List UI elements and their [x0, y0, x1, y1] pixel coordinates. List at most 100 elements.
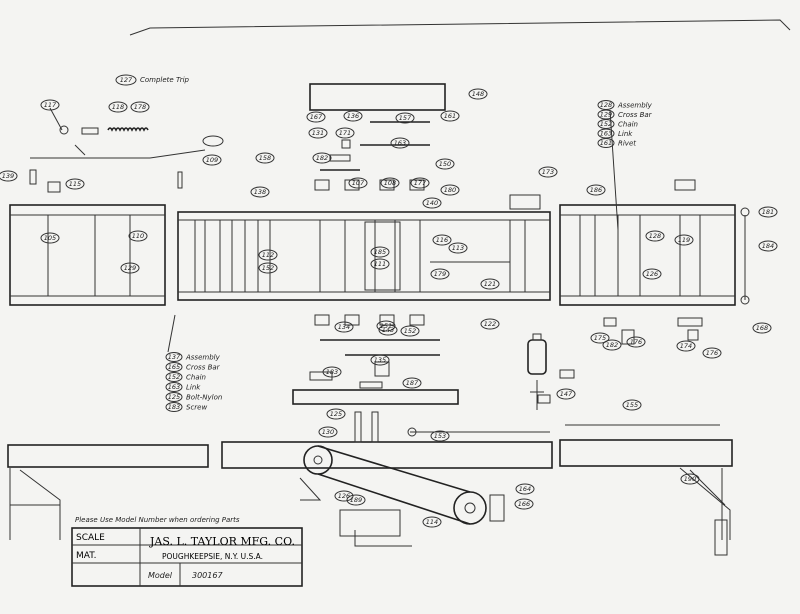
trip-label: Complete Trip: [140, 76, 190, 84]
part-number: 174: [680, 342, 692, 350]
part-number-callout: 190: [680, 473, 700, 485]
bushing-part: [81, 127, 99, 135]
part-number: 171: [339, 129, 351, 137]
part-number: 161: [444, 112, 456, 120]
part-number: 135: [374, 356, 386, 364]
part-number: 122: [484, 320, 496, 328]
mat-label: MAT.: [76, 551, 97, 561]
part-number: 110: [132, 232, 144, 240]
part-number: 125: [330, 410, 342, 418]
part-number-callout: 115: [65, 178, 85, 190]
part-number-callout: 136: [343, 110, 363, 122]
part-number: 185: [374, 248, 386, 256]
block-part: [29, 169, 37, 185]
part-number-callout: 180: [440, 184, 460, 196]
part-number-callout: 167: [306, 111, 326, 123]
part-number: 190: [684, 475, 696, 483]
order-note: Please Use Model Number when ordering Pa…: [75, 516, 240, 524]
leader-line: [609, 109, 619, 231]
scale-label: SCALE: [76, 533, 105, 543]
part-number-callout: 112: [258, 249, 278, 261]
model-number: 300167: [192, 571, 223, 580]
part-number-callout: 185: [370, 246, 390, 258]
callout-number: 129: [600, 111, 612, 119]
part-number-callout: 111: [370, 258, 390, 270]
part-number: 140: [426, 199, 438, 207]
part-number-callout: 183: [322, 366, 342, 378]
part-number: 129: [124, 264, 136, 272]
part-number-callout: 177: [410, 177, 430, 189]
part-number: 108: [384, 179, 396, 187]
main-frame-side-view: [7, 411, 733, 556]
part-number: 113: [452, 244, 464, 252]
part-number-callout: 126: [334, 490, 354, 502]
callout-number: 152: [168, 373, 180, 381]
part-number-callout: 152: [400, 325, 420, 337]
part-number: 128: [649, 232, 661, 240]
part-number-callout: 181: [758, 206, 778, 218]
part-number: 184: [762, 242, 774, 250]
part-number: 147: [560, 390, 573, 398]
title-block: Please Use Model Number when ordering Pa…: [71, 516, 303, 587]
spring-part: [107, 127, 149, 132]
part-number-callout: 178: [130, 101, 150, 113]
part-number-callout: 114: [422, 516, 442, 528]
part-number: 166: [518, 500, 530, 508]
part-number-callout: 129: [120, 262, 140, 274]
part-number-callout: 176: [626, 336, 646, 348]
pin-part: [177, 171, 183, 189]
callout-number: 137: [168, 353, 181, 361]
washer-part: [202, 135, 224, 147]
part-number: 173: [542, 168, 554, 176]
part-number: 178: [134, 103, 146, 111]
part-number: 118: [112, 103, 124, 111]
callout-number: 128: [600, 101, 612, 109]
callout-bubble: [165, 352, 183, 362]
part-number: 183: [326, 368, 338, 376]
part-number-callout: 176: [702, 347, 722, 359]
callout-bubble: [597, 138, 615, 148]
callout-label: Chain: [618, 121, 638, 129]
part-number: 163: [394, 139, 406, 147]
callout-number: 165: [168, 363, 180, 371]
part-number-callout: 139: [0, 170, 18, 182]
part-number-callout: 125: [326, 408, 346, 420]
part-number: 176: [630, 338, 642, 346]
part-number: 143: [382, 326, 394, 334]
part-number: 158: [259, 154, 271, 162]
part-number-callout: 152: [258, 262, 278, 274]
callout-bubble: [165, 362, 183, 372]
part-number: 138: [254, 188, 266, 196]
knob-part: [59, 125, 69, 135]
part-number: 152: [262, 264, 274, 272]
part-number: 168: [756, 324, 768, 332]
part-number-callout: 163: [390, 137, 410, 149]
part-number: 176: [706, 349, 718, 357]
part-number-callout: 179: [430, 268, 450, 280]
part-number-callout: 113: [448, 242, 468, 254]
part-number-callout: 148: [468, 88, 488, 100]
chain-drive: [299, 445, 505, 547]
part-number-callout: 122: [480, 318, 500, 330]
callout-label: Rivet: [618, 140, 636, 148]
part-number-callout: 118: [108, 101, 128, 113]
callout-label: Bolt-Nylon: [186, 394, 222, 402]
part-number-callout: 161: [440, 110, 460, 122]
part-number: 114: [426, 518, 438, 526]
part-number: 119: [678, 236, 690, 244]
part-number-callout: 130: [318, 426, 338, 438]
part-number-callout: 157: [395, 112, 415, 124]
part-number: 182: [606, 341, 618, 349]
part-number-callout: 166: [514, 498, 534, 510]
part-number-callout: 116: [432, 234, 452, 246]
part-number-callout: 153: [430, 430, 450, 442]
callout-label: Cross Bar: [186, 364, 221, 372]
part-number-callout: 182: [312, 152, 332, 164]
callout-label: Assembly: [185, 354, 221, 362]
callout-bubble: [165, 382, 183, 392]
callout-number: 163: [168, 383, 180, 391]
part-number-callout: 174: [676, 340, 696, 352]
part-number-callout: 138: [250, 186, 270, 198]
part-number-callout: 171: [335, 127, 355, 139]
